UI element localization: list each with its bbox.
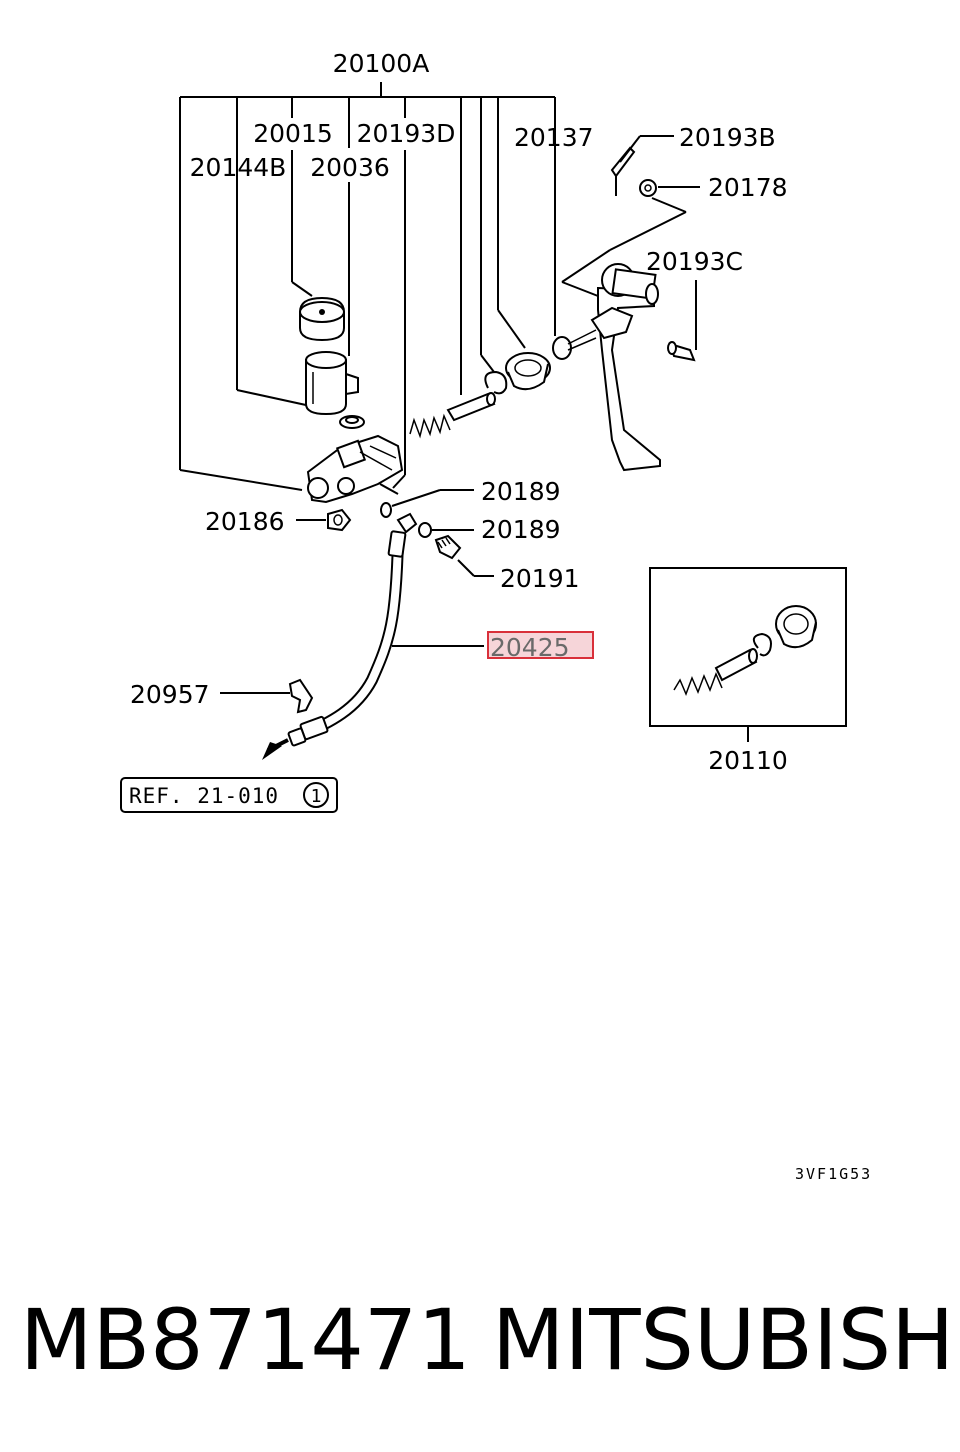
footer: MB871471 MITSUBISHI: [20, 1290, 960, 1400]
bolt-20193C: [667, 341, 696, 362]
callout-20110[interactable]: 20110: [708, 746, 788, 775]
diagram-code: 3VF1G53: [795, 1165, 872, 1183]
reference-box[interactable]: REF. 21-010 1: [120, 777, 338, 813]
callout-20137[interactable]: 20137: [514, 123, 594, 152]
reference-circled-number: 1: [311, 786, 322, 807]
gasket-20189-b: [418, 522, 432, 538]
bracket-20100A: [179, 82, 556, 491]
pedal-arm: [561, 197, 687, 472]
brand-name: MITSUBISHI: [492, 1291, 960, 1389]
boot-20137: [505, 352, 551, 391]
callout-20186[interactable]: 20186: [205, 507, 285, 536]
callout-20193B[interactable]: 20193B: [679, 123, 776, 152]
callout-20100A[interactable]: 20100A: [333, 49, 430, 78]
callout-20193C[interactable]: 20193C: [646, 247, 743, 276]
callout-20957[interactable]: 20957: [130, 680, 210, 709]
snap-ring: [484, 370, 508, 395]
reservoir-cap: [299, 296, 345, 342]
push-rod-spring: [409, 392, 496, 439]
inset-box-20110: [649, 567, 847, 742]
clevis-nut: [552, 329, 597, 360]
callout-20015[interactable]: 20015: [253, 119, 333, 148]
highlight-box-20425: [487, 631, 594, 659]
callout-20425[interactable]: 20425: [490, 633, 570, 662]
direction-arrow: [262, 738, 289, 760]
part-number: MB871471: [20, 1291, 471, 1389]
callout-20193D[interactable]: 20193D: [357, 119, 456, 148]
reservoir: [305, 351, 359, 416]
cotter-pin-20193B: [610, 146, 636, 196]
callout-20191[interactable]: 20191: [500, 564, 580, 593]
callout-20036[interactable]: 20036: [310, 153, 390, 182]
cylinder-body: [306, 434, 404, 504]
grommet-20036: [339, 415, 365, 429]
callout-20144B[interactable]: 20144B: [190, 153, 287, 182]
gasket-20189-a: [380, 502, 392, 518]
clip-20957: [288, 678, 314, 714]
callout-20189-upper[interactable]: 20189: [481, 477, 561, 506]
callout-20189-lower[interactable]: 20189: [481, 515, 561, 544]
leaders-lower: [220, 135, 700, 694]
pin-20193D: [379, 483, 399, 495]
callout-20178[interactable]: 20178: [708, 173, 788, 202]
nut-20186: [327, 508, 352, 532]
hose-20425: [287, 512, 418, 747]
washer-20178: [639, 179, 657, 197]
reference-text: REF. 21-010: [129, 784, 279, 808]
bolt-20191: [434, 534, 462, 560]
